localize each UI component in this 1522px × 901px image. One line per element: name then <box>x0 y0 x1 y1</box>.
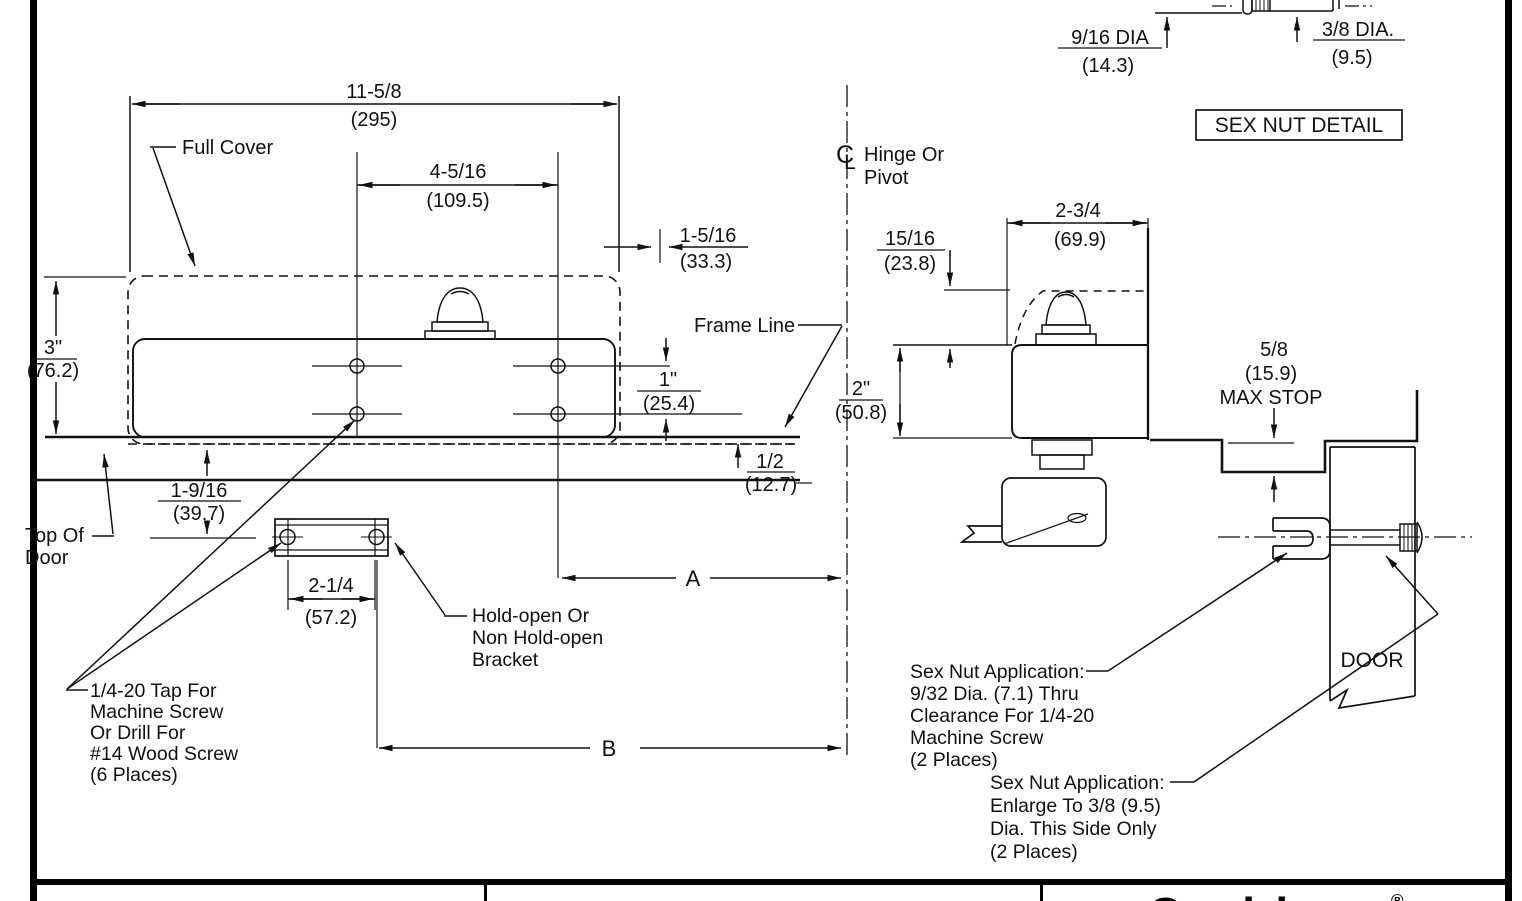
sex-nut-enlarge-3: Dia. This Side Only <box>990 818 1157 840</box>
dim-height-in: 3" <box>44 337 62 359</box>
dim-cover-in: 15/16 <box>885 228 935 250</box>
dim-depth-mm: (69.9) <box>1054 229 1106 251</box>
dim-height-mm: (76.2) <box>27 360 79 382</box>
sex-nut-enlarge-1: Sex Nut Application: <box>990 772 1165 794</box>
left-view-linework <box>31 85 848 760</box>
dim-door-in: 1-9/16 <box>171 480 228 502</box>
sex-nut-thru-4: Machine Screw <box>910 727 1044 749</box>
sex-nut-detail-title: SEX NUT DETAIL <box>1215 114 1383 137</box>
top-of-door-1: Top Of <box>25 525 84 547</box>
dim-holes-in: 1" <box>659 369 677 391</box>
hinge-pivot-2: Pivot <box>864 167 909 189</box>
dim-bracket-mm: (57.2) <box>305 607 357 629</box>
dim-a-label: A <box>686 566 701 591</box>
dim-depth-in: 2-3/4 <box>1055 200 1101 222</box>
full-cover-label: Full Cover <box>182 137 273 159</box>
dim-b-label: B <box>602 736 617 761</box>
dim-cover-mm: (23.8) <box>884 253 936 275</box>
door-label: DOOR <box>1341 649 1404 672</box>
dim-bracket-in: 2-1/4 <box>308 575 354 597</box>
sex-nut-thru-2: 9/32 Dia. (7.1) Thru <box>910 683 1079 705</box>
brand-logo: Corbin <box>1148 891 1326 901</box>
sex-nut-thru-5: (2 Places) <box>910 749 998 771</box>
dim-body-mm: (50.8) <box>835 402 887 424</box>
tap-note-5: (6 Places) <box>90 764 178 786</box>
tap-note-3: Or Drill For <box>90 722 186 744</box>
sheet-border <box>30 0 1512 901</box>
dim-door-mm: (39.7) <box>173 503 225 525</box>
bracket-note-2: Non Hold-open <box>472 627 603 649</box>
dim-916-mm: (14.3) <box>1082 55 1134 77</box>
dim-body-in: 2" <box>852 378 870 400</box>
dim-half-mm: (12.7) <box>745 474 797 496</box>
dim-end-mm: (33.3) <box>680 251 732 273</box>
tap-note-1: 1/4-20 Tap For <box>90 680 217 702</box>
dim-end-in: 1-5/16 <box>680 225 737 247</box>
sex-nut-enlarge-2: Enlarge To 3/8 (9.5) <box>990 795 1161 817</box>
max-stop-mm: (15.9) <box>1245 363 1297 385</box>
registered-mark-icon: ® <box>1391 891 1404 901</box>
dim-holes-mm: (25.4) <box>643 393 695 415</box>
right-view-linework <box>839 218 1472 783</box>
centerline-l: L <box>844 151 856 174</box>
max-stop-in: 5/8 <box>1260 339 1288 361</box>
sex-nut-enlarge-4: (2 Places) <box>990 841 1078 863</box>
top-of-door-2: Door <box>25 547 69 569</box>
tap-note-2: Machine Screw <box>90 701 224 723</box>
dim-width-in: 11-5/8 <box>346 81 401 103</box>
hinge-pivot-1: Hinge Or <box>864 144 944 166</box>
dim-screws-mm: (109.5) <box>426 190 489 212</box>
dim-width-mm: (295) <box>351 109 398 131</box>
dim-screws-in: 4-5/16 <box>430 161 487 183</box>
max-stop-label: MAX STOP <box>1220 387 1323 409</box>
dim-half-in: 1/2 <box>756 451 784 473</box>
dim-38-mm: (9.5) <box>1331 47 1372 69</box>
dim-916-in: 9/16 DIA <box>1071 27 1149 49</box>
sex-nut-thru-3: Clearance For 1/4-20 <box>910 705 1094 727</box>
centerline-c: C <box>836 141 854 169</box>
frame-line-label: Frame Line <box>694 315 795 337</box>
tap-note-4: #14 Wood Screw <box>90 743 239 765</box>
bracket-note-3: Bracket <box>472 649 539 671</box>
sex-nut-thru-1: Sex Nut Application: <box>910 661 1085 683</box>
dim-38-in: 3/8 DIA. <box>1322 19 1394 41</box>
sex-nut-detail-linework <box>1058 0 1405 141</box>
bracket-note-1: Hold-open Or <box>472 605 590 627</box>
